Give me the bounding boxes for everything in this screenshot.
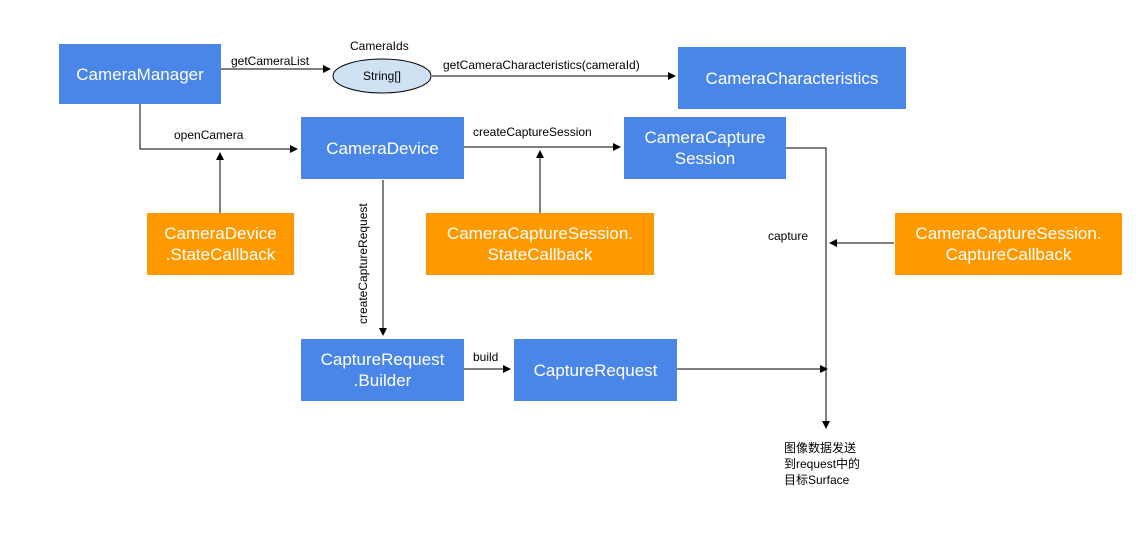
edge-capture [786, 147, 830, 429]
create-capture-session-label: createCaptureSession [473, 125, 592, 139]
camera-characteristics-label: CameraCharacteristics [705, 68, 879, 88]
camera-ids-label: CameraIds [350, 39, 409, 53]
open-camera-label: openCamera [174, 128, 244, 142]
string-array-ellipse [332, 58, 432, 94]
camera-manager-node: CameraManager [59, 44, 221, 104]
camera-device-node: CameraDevice [301, 117, 464, 179]
capture-session-capture-callback-node: CameraCaptureSession. CaptureCallback [895, 213, 1122, 275]
camera-characteristics-node: CameraCharacteristics [678, 47, 906, 109]
create-capture-request-label: createCaptureRequest [356, 203, 370, 324]
capture-session-state-callback-label: CameraCaptureSession. StateCallback [446, 224, 634, 264]
camera-device-label: CameraDevice [326, 138, 439, 158]
camera-manager-label: CameraManager [76, 64, 204, 84]
edge-opencamera [139, 104, 298, 153]
camera-capture-session-node: CameraCapture Session [624, 117, 786, 179]
surface-note: 图像数据发送 到request中的 目标Surface [784, 441, 861, 487]
capture-request-label: CaptureRequest [533, 360, 658, 380]
build-label: build [473, 350, 499, 364]
capture-request-builder-node: CaptureRequest .Builder [301, 339, 464, 401]
camera-capture-session-label: CameraCapture Session [644, 128, 766, 168]
get-camera-characteristics-label: getCameraCharacteristics(cameraId) [443, 58, 640, 72]
capture-request-node: CaptureRequest [514, 339, 677, 401]
capture-request-builder-label: CaptureRequest .Builder [320, 350, 445, 390]
capture-session-capture-callback-label: CameraCaptureSession. CaptureCallback [915, 224, 1102, 264]
camera-device-state-callback-label: CameraDevice .StateCallback [164, 224, 277, 264]
capture-session-state-callback-node: CameraCaptureSession. StateCallback [426, 213, 654, 275]
capture-label: capture [768, 229, 809, 243]
string-array-label: String[] [362, 69, 401, 83]
camera-device-state-callback-node: CameraDevice .StateCallback [147, 213, 294, 275]
get-camera-list-label: getCameraList [231, 54, 310, 68]
